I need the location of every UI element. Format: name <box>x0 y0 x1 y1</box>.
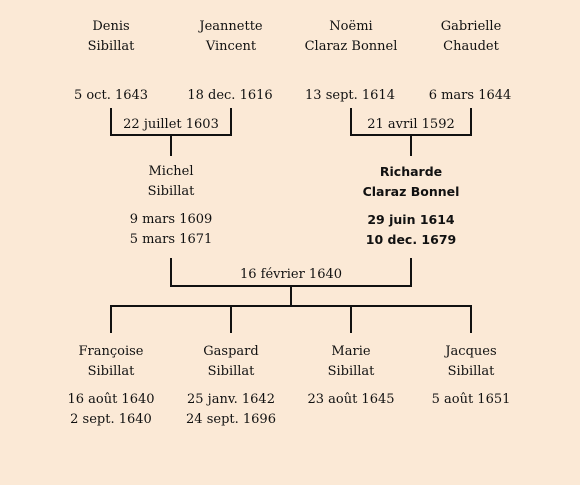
person-birth-date: 5 août 1651 <box>431 392 511 407</box>
person-michel-sibillat: Michel Sibillat 9 mars 1609 5 mars 1671 <box>111 162 231 250</box>
date-gabrielle: 6 mars 1644 <box>428 88 512 103</box>
person-first-name: Jacques <box>445 344 497 359</box>
marriage-date-right: 21 avril 1592 <box>367 117 455 132</box>
person-birth-date: 23 août 1645 <box>307 392 395 407</box>
date-noemi: 13 sept. 1614 <box>305 88 395 103</box>
person-surname: Sibillat <box>147 184 195 199</box>
person-first-name: Richarde <box>379 164 443 179</box>
person-surname: Claraz Bonnel <box>304 39 398 54</box>
person-richarde-claraz-bonnel: Richarde Claraz Bonnel 29 juin 1614 10 d… <box>351 162 471 250</box>
person-first-name: Gaspard <box>203 344 259 359</box>
person-surname: Claraz Bonnel <box>362 184 460 199</box>
person-death-date: 24 sept. 1696 <box>186 412 276 427</box>
person-birth-date: 9 mars 1609 <box>129 212 213 227</box>
person-first-name: Noëmi <box>329 19 373 34</box>
person-surname: Sibillat <box>87 39 135 54</box>
marriage-date-left: 22 juillet 1603 <box>123 117 219 132</box>
person-first-name: Denis <box>92 19 130 34</box>
person-first-name: Jeannette <box>199 19 263 34</box>
person-surname: Sibillat <box>87 364 135 379</box>
person-gaspard-sibillat: Gaspard Sibillat 25 janv. 1642 24 sept. … <box>171 342 291 430</box>
person-jacques-sibillat: Jacques Sibillat 5 août 1651 <box>411 342 531 410</box>
person-surname: Vincent <box>205 39 257 54</box>
person-first-name: Françoise <box>78 344 144 359</box>
person-death-date: 10 dec. 1679 <box>365 232 457 247</box>
person-death-date: 5 mars 1671 <box>129 232 213 247</box>
person-first-name: Marie <box>331 344 371 359</box>
person-gabrielle-chaudet: Gabrielle Chaudet <box>411 17 531 57</box>
date-jeannette: 18 dec. 1616 <box>187 88 273 103</box>
person-francoise-sibillat: Françoise Sibillat 16 août 1640 2 sept. … <box>51 342 171 430</box>
person-noemi-claraz-bonnel: Noëmi Claraz Bonnel <box>291 17 411 57</box>
person-first-name: Michel <box>148 164 194 179</box>
date-denis: 5 oct. 1643 <box>73 88 149 103</box>
person-surname: Sibillat <box>447 364 495 379</box>
person-jeannette-vincent: Jeannette Vincent <box>171 17 291 57</box>
person-birth-date: 29 juin 1614 <box>367 212 455 227</box>
person-surname: Sibillat <box>327 364 375 379</box>
person-marie-sibillat: Marie Sibillat 23 août 1645 <box>291 342 411 410</box>
person-death-date: 2 sept. 1640 <box>70 412 152 427</box>
person-surname: Sibillat <box>207 364 255 379</box>
person-birth-date: 16 août 1640 <box>67 392 155 407</box>
person-birth-date: 25 janv. 1642 <box>187 392 275 407</box>
person-first-name: Gabrielle <box>440 19 502 34</box>
person-surname: Chaudet <box>443 39 499 54</box>
marriage-date-parents: 16 février 1640 <box>239 267 343 282</box>
person-denis-sibillat: Denis Sibillat <box>51 17 171 57</box>
